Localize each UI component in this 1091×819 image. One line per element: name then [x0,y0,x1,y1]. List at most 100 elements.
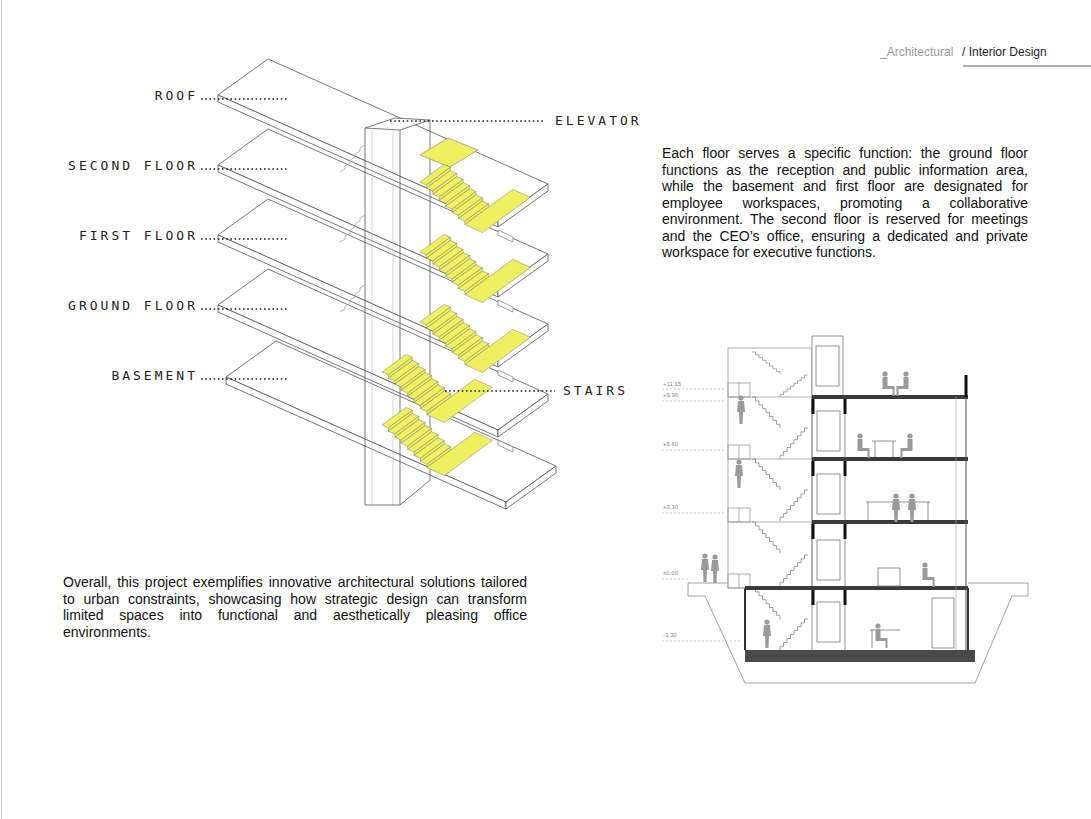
building-section [882,371,894,396]
axonometric-view [340,285,365,312]
elevator-core [365,505,400,506]
building-section [735,459,743,488]
door-frame [844,524,847,539]
facade-wall [965,375,968,397]
furniture [875,441,876,457]
floor-label: SECOND FLOOR [68,158,198,174]
floor-slab [745,397,968,588]
page-edge [1,0,2,819]
beam-end [498,440,513,452]
balcony [739,574,740,588]
building-section [711,554,719,583]
header-rule [963,66,1091,67]
furniture [932,598,954,648]
elevator-shaft [817,540,840,580]
door-frame [844,590,847,605]
elevation-mark: +3.30 [663,504,678,511]
axonometric-view [420,234,530,302]
floor-slab [812,520,968,524]
basement-wall [967,588,969,650]
building-section [901,433,913,458]
door-frame [812,590,815,605]
building-section [752,397,780,428]
balcony [728,445,750,459]
furniture [928,502,929,520]
balcony [739,445,740,459]
balcony [739,383,740,397]
axonometric-view [340,145,365,172]
building-section [875,623,887,648]
furniture [878,568,900,586]
axonometric-view [201,59,556,509]
building-section [701,553,709,582]
level-marker [662,389,726,390]
building-section [763,619,771,648]
level-marker [662,513,726,514]
level-marker [662,641,740,642]
floor-label: GROUND FLOOR [68,298,198,314]
building-section [780,555,808,586]
callout-label: STAIRS [563,383,628,399]
furniture [870,630,900,631]
callout-label: ELEVATOR [555,113,642,129]
building-section [922,562,934,587]
stair-landing [420,138,478,167]
axonometric-view [340,215,365,242]
balcony [728,574,750,588]
building-section [662,336,1028,683]
elevator-shaft [816,346,839,386]
leader-line [201,98,288,100]
leader-line [201,238,288,240]
balcony [728,383,812,588]
door-frame [812,524,815,539]
elevator-core [400,480,430,505]
furniture [872,441,896,442]
elevation-mark: -3.30 [663,632,677,639]
elevator-shaft [817,411,840,451]
elevator-core [430,120,431,480]
floor-label: ROOF [155,88,198,104]
furniture [893,441,894,457]
elevation-mark: +6.60 [663,441,678,448]
elevator-shaft [812,336,845,650]
basement-slab [745,650,975,662]
building-section [752,459,780,490]
axonometric-view [382,407,492,475]
building-section [752,588,780,619]
floor-label: FIRST FLOOR [79,228,198,244]
furniture [866,441,954,648]
furniture [868,502,869,520]
header-text: / Interior Design [962,45,1047,59]
floor-slab [812,395,968,399]
floor-slab [812,457,968,461]
beam-end [498,370,513,382]
balcony [728,383,750,397]
building-section [857,433,869,458]
leader-line [390,120,545,122]
elevator-core [400,130,401,505]
facade-wall [956,397,957,650]
building-section [780,490,808,521]
door-frame [844,461,847,476]
level-marker [662,401,726,402]
elevator-shaft [817,474,840,514]
building-section [908,493,916,522]
elevator-shaft [817,602,840,642]
furniture [872,630,873,648]
door-frame [812,461,815,476]
axonometric-view [420,164,530,232]
balcony [728,508,750,522]
leader-line [445,390,555,392]
door-frame [844,399,847,414]
stair-tower [728,348,812,588]
building-section [780,375,808,397]
beam-end [498,300,513,312]
floor-label: BASEMENT [111,368,198,384]
building-section [892,493,900,522]
facade-wall [966,375,967,650]
elevator-shaft [812,336,843,397]
level-marker [662,450,726,451]
facade-wall [956,375,966,650]
door-frame [813,399,845,605]
building-section [752,352,780,374]
